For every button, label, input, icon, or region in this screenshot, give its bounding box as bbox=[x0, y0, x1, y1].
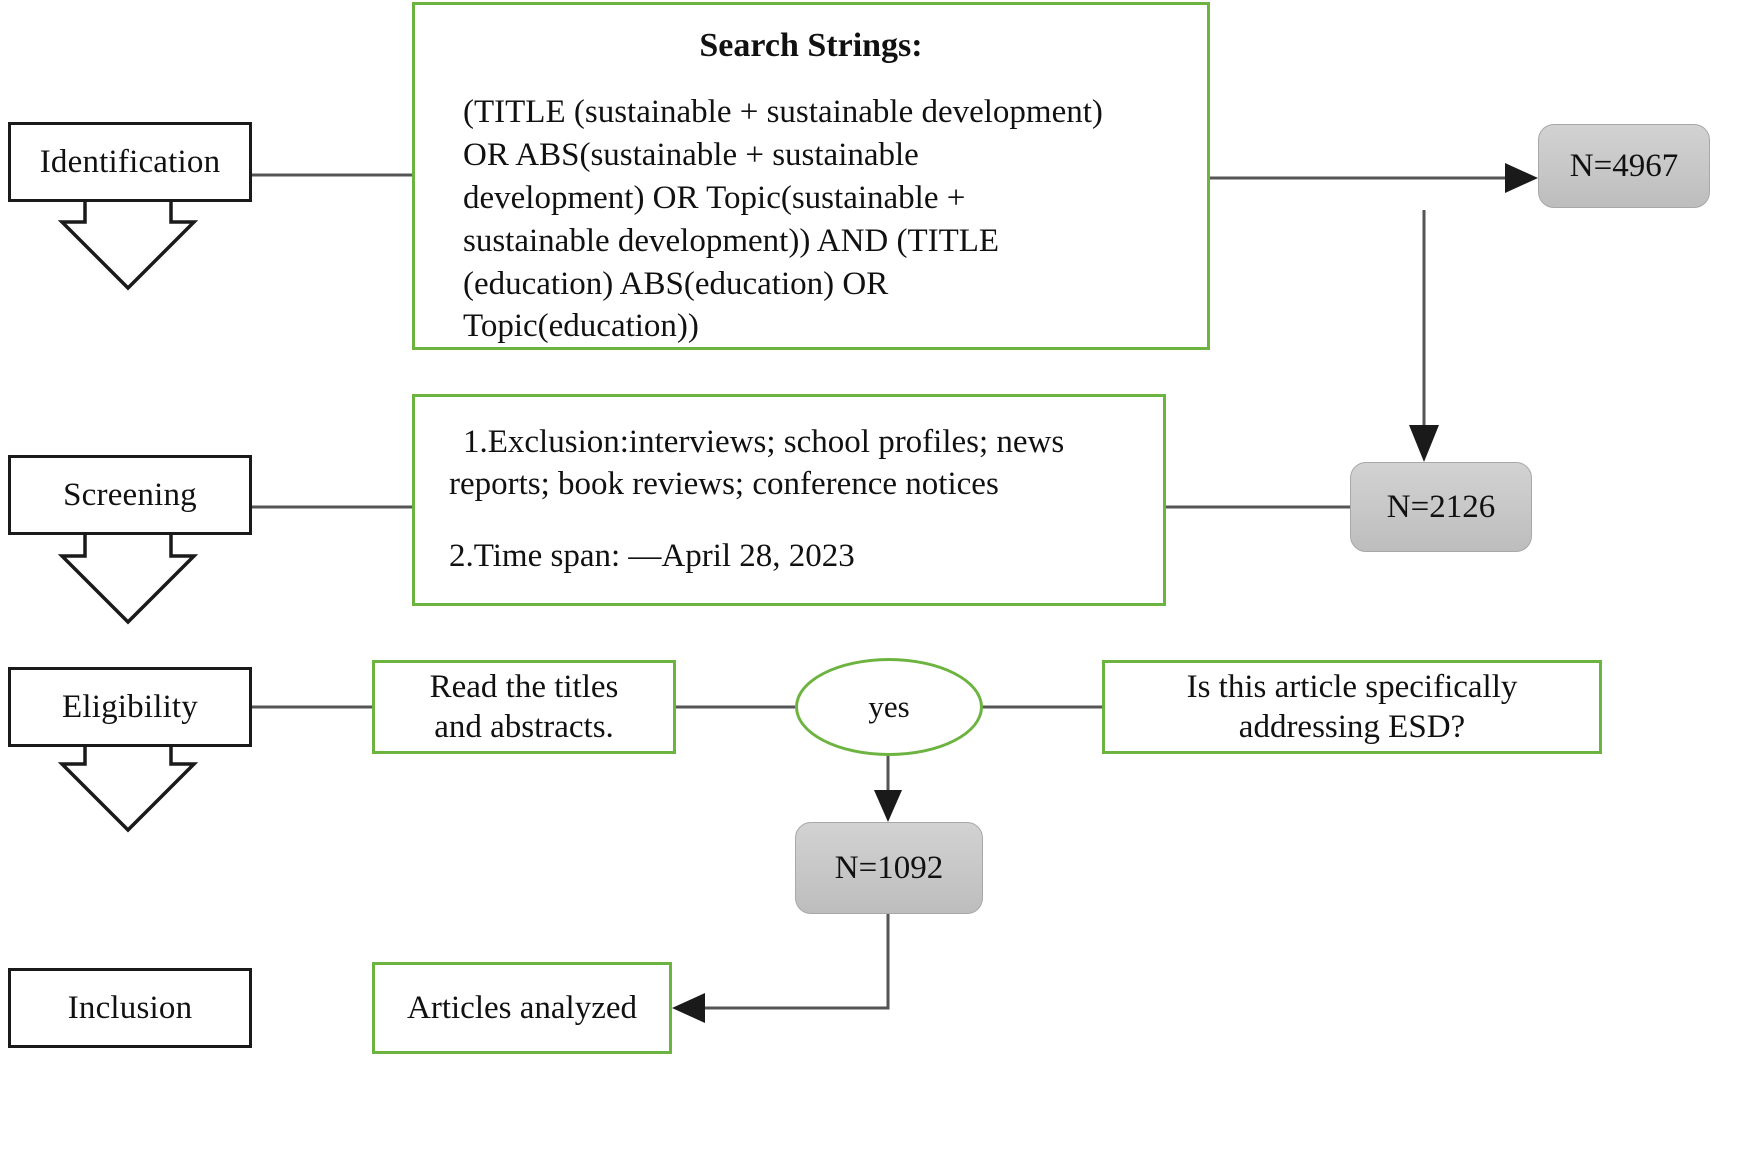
stage-box-eligibility[interactable]: Eligibility bbox=[8, 667, 252, 747]
articles-analyzed-label: Articles analyzed bbox=[407, 989, 637, 1026]
search-strings-body: (TITLE (sustainable + sustainable develo… bbox=[415, 91, 1207, 348]
count-label-identification: N=4967 bbox=[1569, 147, 1679, 184]
search-strings-box[interactable]: Search Strings: (TITLE (sustainable + su… bbox=[412, 2, 1210, 350]
question-esd-box[interactable]: Is this article specifically addressing … bbox=[1102, 660, 1602, 754]
count-box-identification[interactable]: N=4967 bbox=[1538, 124, 1710, 208]
screening-exclusion-line-1: 1.Exclusion:interviews; school profiles;… bbox=[463, 424, 1065, 460]
stage-label-screening: Screening bbox=[63, 476, 197, 513]
stage-box-identification[interactable]: Identification bbox=[8, 122, 252, 202]
search-strings-line-5: (education) ABS(education) OR bbox=[463, 265, 889, 302]
search-strings-heading: Search Strings: bbox=[699, 27, 923, 64]
question-esd-line-1: Is this article specifically bbox=[1186, 668, 1518, 705]
decision-label-yes: yes bbox=[868, 689, 910, 724]
stage-box-screening[interactable]: Screening bbox=[8, 455, 252, 535]
search-strings-line-4: sustainable development)) AND (TITLE bbox=[463, 222, 1000, 259]
stage-label-identification: Identification bbox=[39, 143, 221, 180]
articles-analyzed-box[interactable]: Articles analyzed bbox=[372, 962, 672, 1054]
stage-label-eligibility: Eligibility bbox=[61, 688, 199, 725]
count-box-eligibility[interactable]: N=1092 bbox=[795, 822, 983, 914]
search-strings-line-2: OR ABS(sustainable + sustainable bbox=[463, 136, 919, 173]
read-titles-line-1: Read the titles bbox=[429, 668, 619, 705]
search-strings-line-6: Topic(education)) bbox=[463, 308, 699, 345]
decision-ellipse-yes[interactable]: yes bbox=[795, 658, 983, 756]
search-strings-line-1: (TITLE (sustainable + sustainable develo… bbox=[463, 94, 1103, 130]
count-label-eligibility: N=1092 bbox=[834, 849, 944, 886]
count-box-screening[interactable]: N=2126 bbox=[1350, 462, 1532, 552]
screening-timespan-line: 2.Time span: —April 28, 2023 bbox=[449, 538, 855, 575]
search-strings-line-3: development) OR Topic(sustainable + bbox=[463, 179, 966, 216]
screening-exclusion-line-2: reports; book reviews; conference notice… bbox=[449, 466, 999, 503]
count-label-screening: N=2126 bbox=[1386, 488, 1496, 525]
screening-spacer bbox=[441, 505, 1137, 535]
read-titles-abstracts-box[interactable]: Read the titles and abstracts. bbox=[372, 660, 676, 754]
stage-box-inclusion[interactable]: Inclusion bbox=[8, 968, 252, 1048]
screening-criteria-box[interactable]: 1.Exclusion:interviews; school profiles;… bbox=[412, 394, 1166, 606]
stage-label-inclusion: Inclusion bbox=[67, 989, 193, 1026]
question-esd-line-2: addressing ESD? bbox=[1238, 709, 1466, 745]
read-titles-line-2: and abstracts. bbox=[434, 709, 614, 745]
